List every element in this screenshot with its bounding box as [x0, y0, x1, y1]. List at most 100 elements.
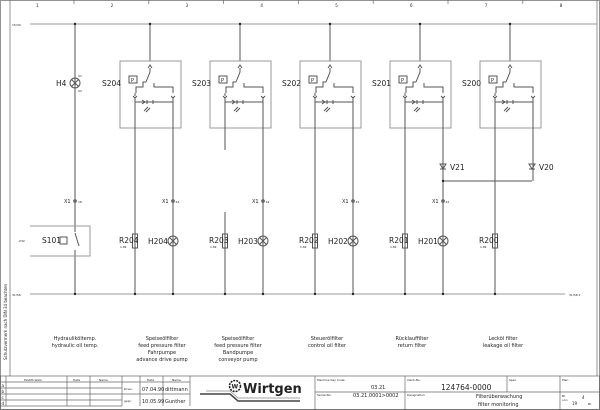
circuit-description: feed pressure filter [138, 343, 186, 349]
pressure-icon [218, 75, 228, 84]
circuit-description: Bandpumpe [223, 350, 253, 356]
lamp-icon-h4 [69, 77, 81, 89]
sheet-number: 4 [582, 395, 585, 400]
circuit-description: Fahrpumpe [148, 350, 176, 356]
v21-label: V21 [450, 163, 465, 172]
resistor-icon [222, 233, 228, 249]
checked-name: Gunther [165, 399, 186, 405]
switch-box [209, 60, 272, 129]
resistor-value: 1.8k [390, 245, 397, 249]
resistor-label: R200 [479, 236, 499, 245]
connector-label: X1 [162, 199, 169, 205]
date-header: Date [73, 378, 80, 382]
led-icon [503, 106, 511, 113]
column-number: 3 [186, 3, 189, 8]
lamp-label: H201 [418, 237, 438, 246]
wirtgen-logo: W Wirtgen [200, 379, 302, 402]
resistor-icon [312, 233, 318, 249]
side-note: Schutzvermerk nach DIN 34 beachten [3, 283, 8, 360]
designation-en: filter monitoring [478, 402, 519, 408]
p-label: P [221, 78, 224, 84]
connector-label: X1 [342, 199, 349, 205]
resistor-value: 1.8k [120, 245, 127, 249]
circuit-description: return filter [398, 343, 427, 349]
circuit-description: Steuerölfilter [311, 336, 344, 342]
h4-pin1: X1 [78, 74, 82, 78]
led-icon [143, 106, 151, 113]
connector-label: X1 [432, 199, 439, 205]
s101-pin: 18 [78, 200, 82, 204]
connector-pin: 19 [266, 200, 270, 204]
sheet-total: 19 [572, 401, 578, 406]
lamp-label: H202 [328, 237, 348, 246]
drawn-label: Drwn. [124, 387, 133, 391]
resistor-label: R202 [299, 236, 319, 245]
switch-box [389, 60, 452, 129]
v20-label: V20 [539, 163, 554, 172]
pressure-icon [488, 75, 498, 84]
p-label: P [491, 78, 494, 84]
bottom-rail-label: 31/58 [12, 293, 21, 297]
p-label: P [131, 78, 134, 84]
drawn-name: dittmann [165, 387, 188, 393]
pressure-icon [128, 75, 138, 84]
row-a: a [2, 383, 5, 388]
s101-box [30, 225, 91, 257]
checked-date: 10.05.99 [142, 399, 164, 405]
circuit-description: leakage oil filter [483, 343, 524, 349]
column-number: 4 [260, 3, 263, 8]
switch-label: S203 [192, 79, 211, 88]
circuit-description: control oil filter [308, 343, 347, 349]
resistor-value: 1.8k [210, 245, 217, 249]
switch-box [299, 60, 362, 129]
lamp-icon [437, 235, 449, 247]
column-number: 8 [560, 3, 563, 8]
resistor-icon [492, 233, 498, 249]
mod-header: Modification [24, 378, 42, 382]
circuit-description: advance drive pump [136, 357, 187, 363]
resistor-value: 1.8k [480, 245, 487, 249]
ident-label: Ident-No. [407, 378, 421, 382]
switch-label: S204 [102, 79, 121, 88]
ident-number: 124764-0000 [441, 383, 492, 392]
led-icon [323, 106, 331, 113]
circuit-description: Hydrauliköltemp. [54, 336, 97, 342]
p-label: P [401, 78, 404, 84]
circuit-description: Speiseölfilter [146, 336, 180, 342]
column-number: 7 [485, 3, 488, 8]
top-rail-label: 15/30 [12, 23, 21, 27]
designation-label: Designation [407, 393, 425, 397]
circuit-description: conveyor pump [218, 357, 257, 363]
h4-pin2: X2 [78, 89, 82, 93]
circuit-description: feed pressure filter [214, 343, 262, 349]
s101-label: S101 [42, 236, 61, 245]
name-header-2: Name [172, 378, 181, 382]
date-header-2: Date [147, 378, 154, 382]
circuit-description: Lecköl filter [489, 336, 519, 342]
lamp-icon [347, 235, 359, 247]
switch-box [119, 60, 182, 129]
resistor-value: 1.8k [300, 245, 307, 249]
h4-label: H4 [56, 79, 67, 88]
spec-label: Spec [509, 378, 517, 382]
resistor-icon [402, 233, 408, 249]
machine-key-label: Machine Key Code [317, 378, 345, 382]
column-number: 6 [410, 3, 413, 8]
switch-label: S200 [462, 79, 481, 88]
p-label: P [311, 78, 314, 84]
diode-icon-v21 [439, 163, 447, 170]
s101-connector: X1 [64, 199, 71, 205]
s101-ref: .X32 [18, 239, 25, 243]
svg-text:W: W [232, 384, 239, 391]
temp-sensor-icon [59, 236, 68, 245]
next-sheet-label: Bl. [588, 402, 592, 406]
led-icon [233, 106, 241, 113]
connector-pin: 24 [176, 200, 180, 204]
circuit-description: hydraulic oil temp. [52, 343, 99, 349]
pressure-icon [308, 75, 318, 84]
resistor-label: R204 [119, 236, 139, 245]
row-b: b [2, 389, 5, 394]
